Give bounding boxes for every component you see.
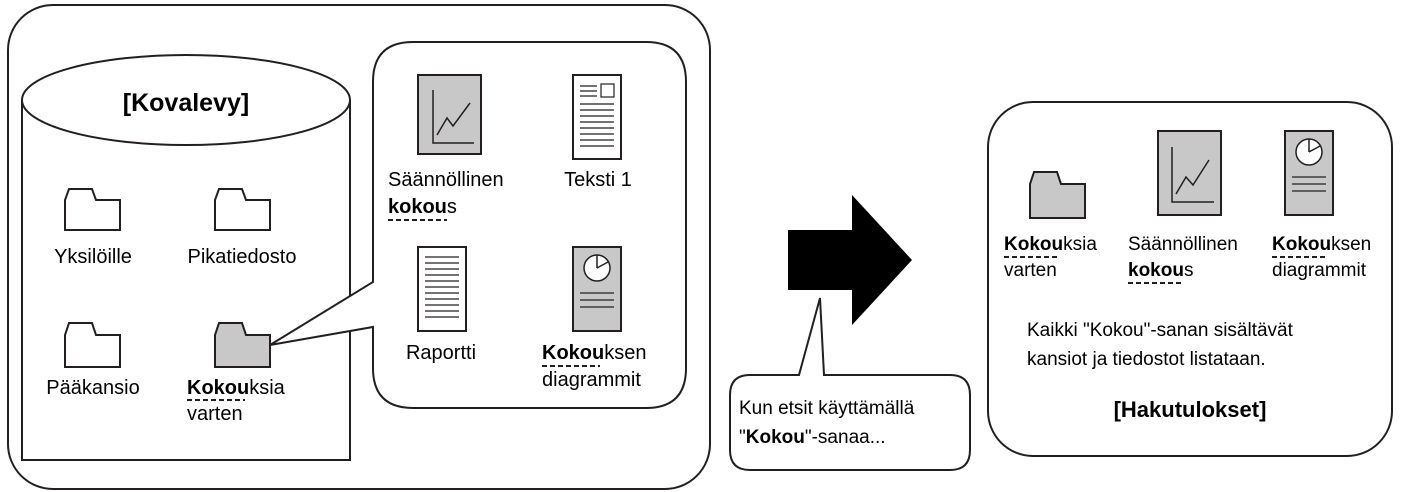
result-label-kokous: kokous	[1128, 260, 1193, 281]
results-description-line2: kansiot ja tiedostot listataan.	[1027, 349, 1266, 370]
file-label-kokouksen: Kokouksen	[542, 342, 646, 364]
file-label-suffix: s	[447, 196, 457, 218]
result-label-suffix: ksia	[1063, 234, 1097, 255]
result-label-suffix: ksen	[1331, 234, 1371, 255]
pie-chart-document-icon[interactable]	[1284, 130, 1334, 216]
drive-title: [Kovalevy]	[123, 89, 249, 117]
search-term-highlight: kokou	[388, 196, 447, 218]
folder-label-varten: varten	[187, 403, 243, 425]
line-chart-document-icon[interactable]	[417, 74, 482, 155]
results-title: [Hakutulokset]	[1114, 397, 1267, 422]
line-chart-document-icon[interactable]	[1157, 130, 1222, 216]
search-term-highlight: Kokou	[1004, 234, 1063, 255]
search-term-highlight: Kokou	[187, 377, 249, 399]
folder-icon[interactable]	[214, 188, 271, 231]
result-label-kokouksia: Kokouksia	[1004, 234, 1097, 255]
file-label-saannollinen: Säännöllinen	[388, 169, 504, 191]
folder-label-pikatiedosto: Pikatiedosto	[188, 246, 297, 268]
result-label-saannollinen: Säännöllinen	[1128, 234, 1238, 255]
callout-line2: "Kokou"-sanaa...	[739, 427, 886, 448]
highlighted-folder-icon[interactable]	[214, 322, 271, 368]
folder-label-kokouksia: Kokouksia	[187, 377, 286, 399]
folder-icon[interactable]	[64, 188, 121, 231]
results-description-line1: Kaikki "Kokou"-sanan sisältävät	[1027, 320, 1294, 341]
search-term-highlight: Kokou	[1272, 234, 1331, 255]
file-label-suffix: ksen	[604, 342, 646, 364]
search-term-highlight: Kokou	[542, 342, 604, 364]
file-label-kokous: kokous	[388, 196, 457, 218]
callout-suffix: "-sanaa...	[805, 427, 886, 448]
file-label-teksti: Teksti 1	[564, 169, 632, 191]
callout-line1: Kun etsit käyttämällä	[739, 398, 915, 419]
file-label-diagrammit: diagrammit	[542, 369, 641, 391]
search-speech-bubble	[729, 297, 971, 471]
result-label-suffix: s	[1184, 260, 1194, 281]
result-label-diagrammit: diagrammit	[1272, 260, 1367, 281]
arrow-right-icon	[788, 195, 912, 325]
folder-icon[interactable]	[64, 322, 121, 368]
text-document-icon[interactable]	[572, 74, 622, 160]
folder-label-paakansio: Pääkansio	[46, 377, 139, 399]
result-label-varten: varten	[1004, 260, 1057, 281]
folder-label-suffix: ksia	[249, 377, 285, 399]
folder-label-yksiloille: Yksilöille	[54, 246, 132, 268]
highlighted-folder-icon[interactable]	[1029, 171, 1086, 219]
hard-drive-cylinder	[21, 54, 351, 461]
search-term-highlight: kokou	[1128, 260, 1184, 281]
report-document-icon[interactable]	[417, 246, 467, 332]
file-label-raportti: Raportti	[406, 342, 476, 364]
callout-quote: "	[739, 427, 746, 448]
pie-chart-document-icon[interactable]	[572, 246, 622, 332]
result-label-kokouksen: Kokouksen	[1272, 234, 1371, 255]
search-term-highlight: Kokou	[746, 427, 805, 448]
